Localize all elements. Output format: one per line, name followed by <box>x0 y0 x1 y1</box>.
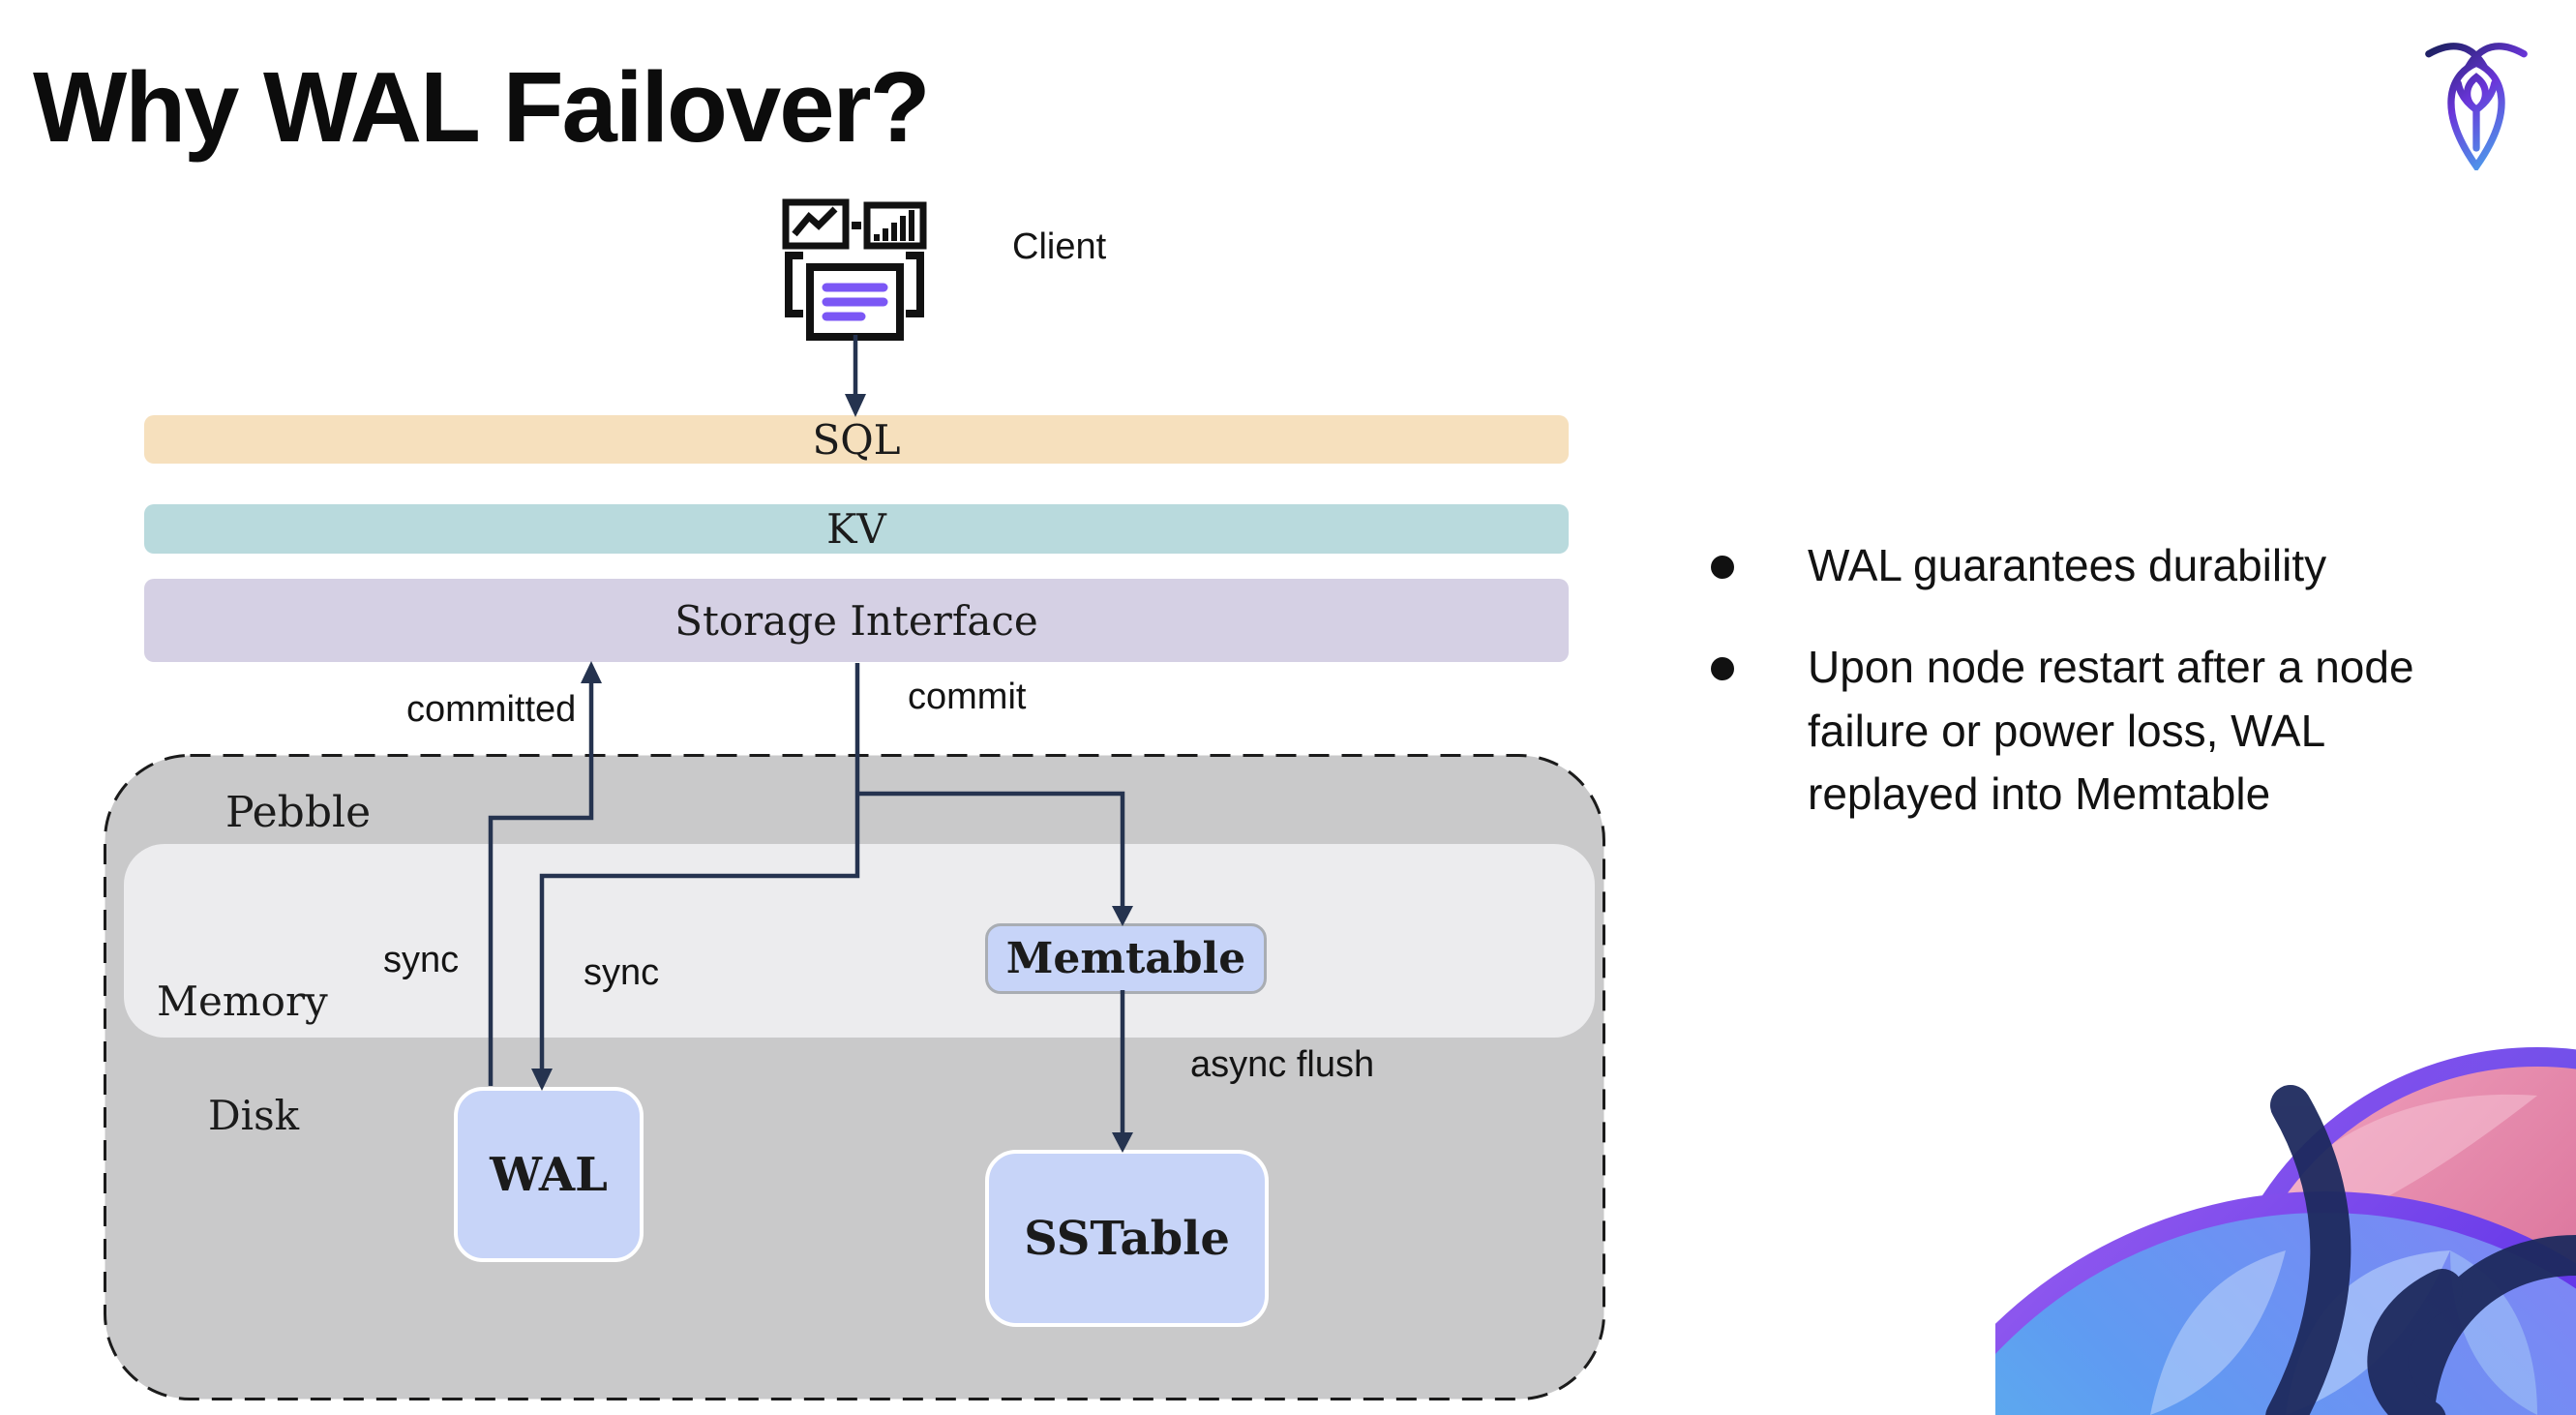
memory-label: Memory <box>157 978 328 1025</box>
list-item: WAL guarantees durability <box>1711 534 2495 597</box>
bullet-text: Upon node restart after a node failure o… <box>1808 642 2414 819</box>
sync-right-label: sync <box>584 952 660 993</box>
bullet-text: WAL guarantees durability <box>1808 540 2327 590</box>
memtable-box-label: Memtable <box>1005 934 1246 983</box>
page-title: Why WAL Failover? <box>33 51 931 163</box>
memory-region <box>124 844 1595 1038</box>
client-icon <box>782 196 927 341</box>
cockroachdb-logo-icon <box>2425 39 2528 170</box>
layer-storage-label: Storage Interface <box>674 596 1038 645</box>
disk-label: Disk <box>208 1092 300 1139</box>
wal-box-label: WAL <box>490 1147 608 1202</box>
committed-label: committed <box>406 689 577 730</box>
glyph-stroke <box>2265 1085 2351 1415</box>
layer-sql: SQL <box>144 415 1569 464</box>
sync-left-label: sync <box>383 940 460 980</box>
sstable-box-label: SSTable <box>1024 1211 1230 1266</box>
bullet-dot-icon <box>1711 556 1734 579</box>
list-item: Upon node restart after a node failure o… <box>1711 636 2495 826</box>
wal-box: WAL <box>454 1087 644 1262</box>
layer-storage-interface: Storage Interface <box>144 579 1569 662</box>
memtable-box: Memtable <box>985 923 1267 994</box>
layer-kv-label: KV <box>826 505 886 553</box>
bullet-list: WAL guarantees durability Upon node rest… <box>1711 534 2495 864</box>
bullet-dot-icon <box>1711 657 1734 681</box>
cockroach-brand-illustration <box>1995 970 2576 1415</box>
arrowhead-sql <box>845 394 866 417</box>
sstable-box: SSTable <box>985 1150 1269 1327</box>
glyph-stroke <box>2367 1269 2463 1415</box>
commit-label: commit <box>908 677 1027 717</box>
pebble-label: Pebble <box>225 788 372 837</box>
layer-kv: KV <box>144 504 1569 554</box>
glyph-stroke <box>2393 1235 2576 1415</box>
layer-sql-label: SQL <box>812 415 901 464</box>
arrowhead-committed <box>581 661 602 683</box>
client-label: Client <box>1012 226 1107 267</box>
line-chart-icon <box>782 198 850 250</box>
async-flush-label: async flush <box>1190 1044 1375 1085</box>
